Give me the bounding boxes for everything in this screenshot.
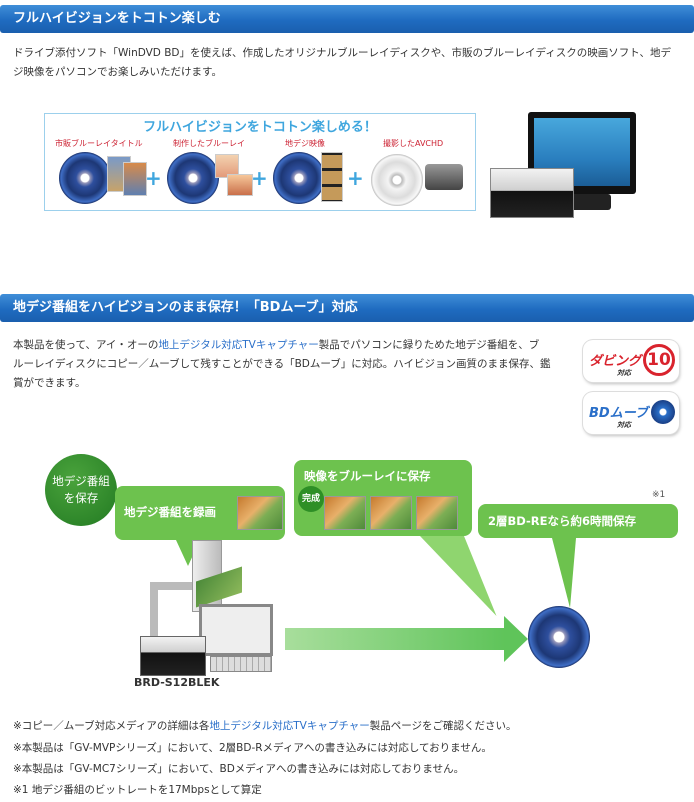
save-label: 映像をブルーレイに保存 (304, 469, 431, 483)
capacity-label: 2層BD-REなら約6時間保存 (488, 514, 637, 528)
media-label-retail: 市販ブルーレイタイトル (55, 139, 143, 148)
text-line: 本製品を使って、アイ・オーの地上デジタル対応TVキャプチャー製品でパソコンに録り… (13, 336, 578, 355)
section-title: 地デジ番組をハイビジョンのまま保存！「BDムーブ」対応 (13, 300, 358, 315)
save-bubble: 映像をブルーレイに保存 完成 (294, 460, 472, 536)
complete-badge: 完成 (298, 486, 324, 512)
flow-arrow (285, 628, 505, 650)
record-label: 地デジ番組を録画 (124, 505, 216, 519)
section1-text: ドライブ添付ソフト「WinDVD BD」を使えば、作成したオリジナルブルーレイデ… (13, 44, 688, 82)
text-line: 賞ができます。 (13, 377, 86, 389)
footnote: ※本製品は「GV-MVPシリーズ」において、2層BD-Rメディアへの書き込みには… (13, 742, 492, 754)
plus-icon: + (145, 166, 162, 190)
bluray-logo-icon (651, 400, 675, 424)
badge-label: ダビング (589, 354, 642, 369)
family-photo-image (227, 174, 253, 196)
footnote: ※1 地デジ番組のビットレートを17Mbpsとして算定 (13, 784, 262, 796)
media-label-avchd: 撮影したAVCHD (383, 139, 444, 148)
text-line: ルーレイディスクにコピー／ムーブして残すことができる「BDムーブ」に対応。ハイビ… (13, 358, 551, 370)
plus-icon: + (251, 166, 268, 190)
footnote: ※本製品は「GV-MC7シリーズ」において、BDメディアへの書き込みには対応して… (13, 763, 465, 775)
text-span: 製品でパソコンに録りためた地デジ番組を、ブ (318, 339, 540, 351)
plus-icon: + (347, 166, 364, 190)
drive-model-label: BRD-S12BLEK (134, 676, 220, 689)
media-label-terrestrial: 地デジ映像 (285, 139, 325, 148)
banner-title: フルハイビジョンをトコトン楽しめる！ (143, 120, 377, 135)
connector-arrow (150, 582, 192, 590)
dubbing-number: 10 (643, 344, 675, 376)
badge-sub: 対応 (617, 421, 631, 429)
camcorder-icon (425, 164, 463, 190)
dubbing10-badge: ダビング 対応 10 (583, 340, 679, 382)
bluray-disc-icon (59, 152, 111, 204)
text-line: ドライブ添付ソフト「WinDVD BD」を使えば、作成したオリジナルブルーレイデ… (13, 47, 672, 59)
record-bubble: 地デジ番組を録画 (115, 486, 285, 540)
circle-text: を保存 (63, 491, 99, 505)
badge-label: BDムーブ (589, 406, 648, 421)
movie-cover-image (123, 162, 147, 196)
program-thumbnail (324, 496, 366, 530)
tv-capture-link[interactable]: 地上デジタル対応TVキャプチャー (209, 720, 370, 732)
note-mark: ※1 (652, 490, 666, 500)
save-program-circle: 地デジ番組 を保存 (45, 454, 117, 526)
program-thumbnail (237, 496, 283, 530)
text-span: 本製品を使って、アイ・オーの (13, 339, 159, 351)
tv-capture-link[interactable]: 地上デジタル対応TVキャプチャー (158, 339, 319, 351)
connector-arrow (150, 588, 158, 638)
section-header-bdmove: 地デジ番組をハイビジョンのまま保存！「BDムーブ」対応 (0, 294, 694, 322)
keyboard-image (210, 656, 272, 672)
section-title: フルハイビジョンをトコトン楽しむ (13, 11, 221, 26)
bubble-tail (420, 536, 527, 616)
monitor-image (199, 604, 273, 656)
program-thumbnail (416, 496, 458, 530)
bluray-drive-image (140, 636, 206, 676)
circle-text: 地デジ番組 (52, 474, 110, 488)
program-thumbnail (370, 496, 412, 530)
bdmove-badge: BDムーブ 対応 (583, 392, 679, 434)
bluray-disc-icon (528, 606, 590, 668)
badge-sub: 対応 (617, 369, 631, 377)
bluray-disc-icon (167, 152, 219, 204)
dvd-disc-icon (371, 154, 423, 206)
bubble-tail (552, 538, 576, 608)
flow-arrow-head (504, 616, 528, 662)
tv-stand (565, 194, 611, 210)
section-header-fullhd: フルハイビジョンをトコトン楽しむ (0, 5, 694, 33)
section2-text: 本製品を使って、アイ・オーの地上デジタル対応TVキャプチャー製品でパソコンに録り… (13, 336, 578, 393)
media-label-created: 制作したブルーレイ (173, 139, 245, 148)
film-strip-icon (321, 152, 343, 202)
text-line: ジ映像をパソコンでお楽しみいただけます。 (13, 66, 222, 78)
footnote-text: 製品ページをご確認ください。 (369, 720, 517, 732)
bluray-disc-icon (273, 152, 325, 204)
footnote-text: ※コピー／ムーブ対応メディアの詳細は各 (13, 720, 210, 732)
promo-banner: フルハイビジョンをトコトン楽しめる！ 市販ブルーレイタイトル + 制作したブルー… (44, 113, 476, 211)
footnote: ※コピー／ムーブ対応メディアの詳細は各地上デジタル対応TVキャプチャー製品ページ… (13, 718, 517, 733)
capacity-bubble: 2層BD-REなら約6時間保存 (478, 504, 678, 538)
bluray-drive-image (490, 168, 574, 218)
